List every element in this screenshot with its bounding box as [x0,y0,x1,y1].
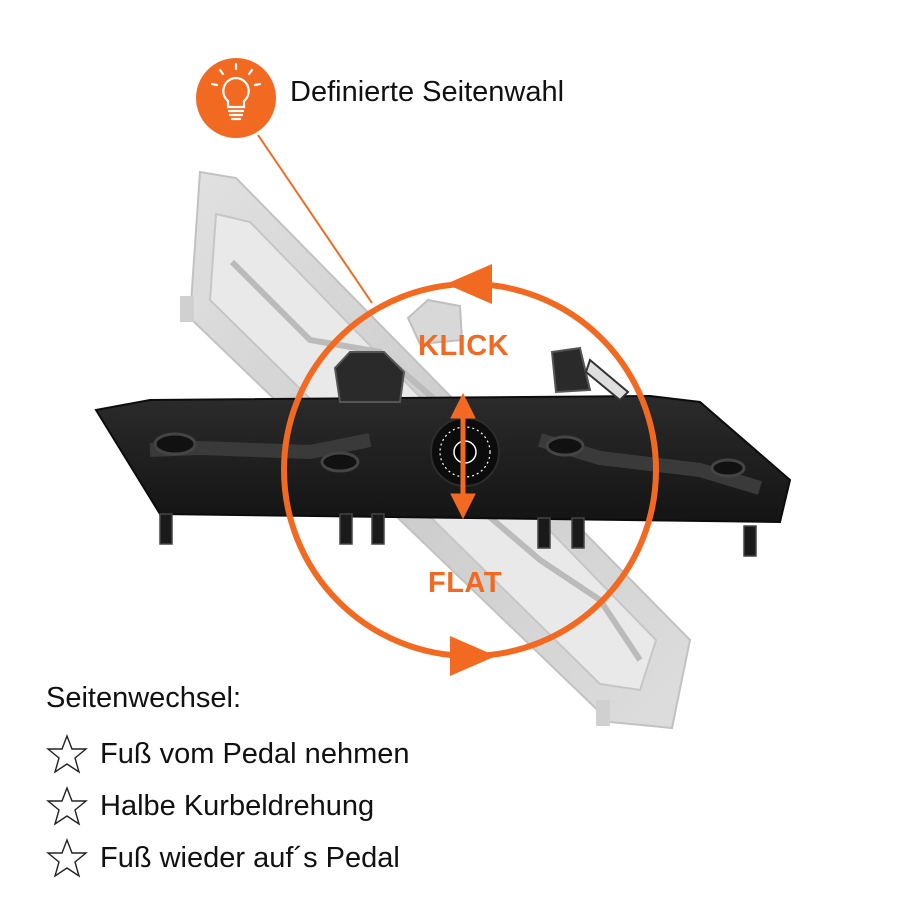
list-item: Fuß vom Pedal nehmen [46,728,646,780]
main-pedal [94,346,792,557]
arrow-head-top [446,264,492,304]
klick-label: KLICK [418,330,510,362]
rotation-indicator [281,264,659,676]
callout-badge [196,58,276,138]
star-outline-icon [46,786,88,826]
list-item: Halbe Kurbeldrehung [46,780,646,832]
step-text: Fuß vom Pedal nehmen [100,737,410,770]
star-outline-icon [46,734,88,774]
steps-heading: Seitenwechsel: [46,682,242,714]
arrow-head-bottom [450,636,496,676]
flat-label: FLAT [428,567,502,599]
step-text: Halbe Kurbeldrehung [100,789,375,822]
callout-line [257,134,373,304]
pedal-pins [159,513,757,557]
switch-arrow [450,392,476,520]
step-text: Fuß wieder auf´s Pedal [100,841,400,874]
lightbulb-icon [210,62,262,121]
callout-label: Definierte Seitenwahl [290,76,565,108]
star-outline-icon [46,838,88,878]
steps-list: Seitenwechsel: Fuß vom Pedal nehmen Halb… [46,678,646,884]
list-item: Fuß wieder auf´s Pedal [46,832,646,884]
